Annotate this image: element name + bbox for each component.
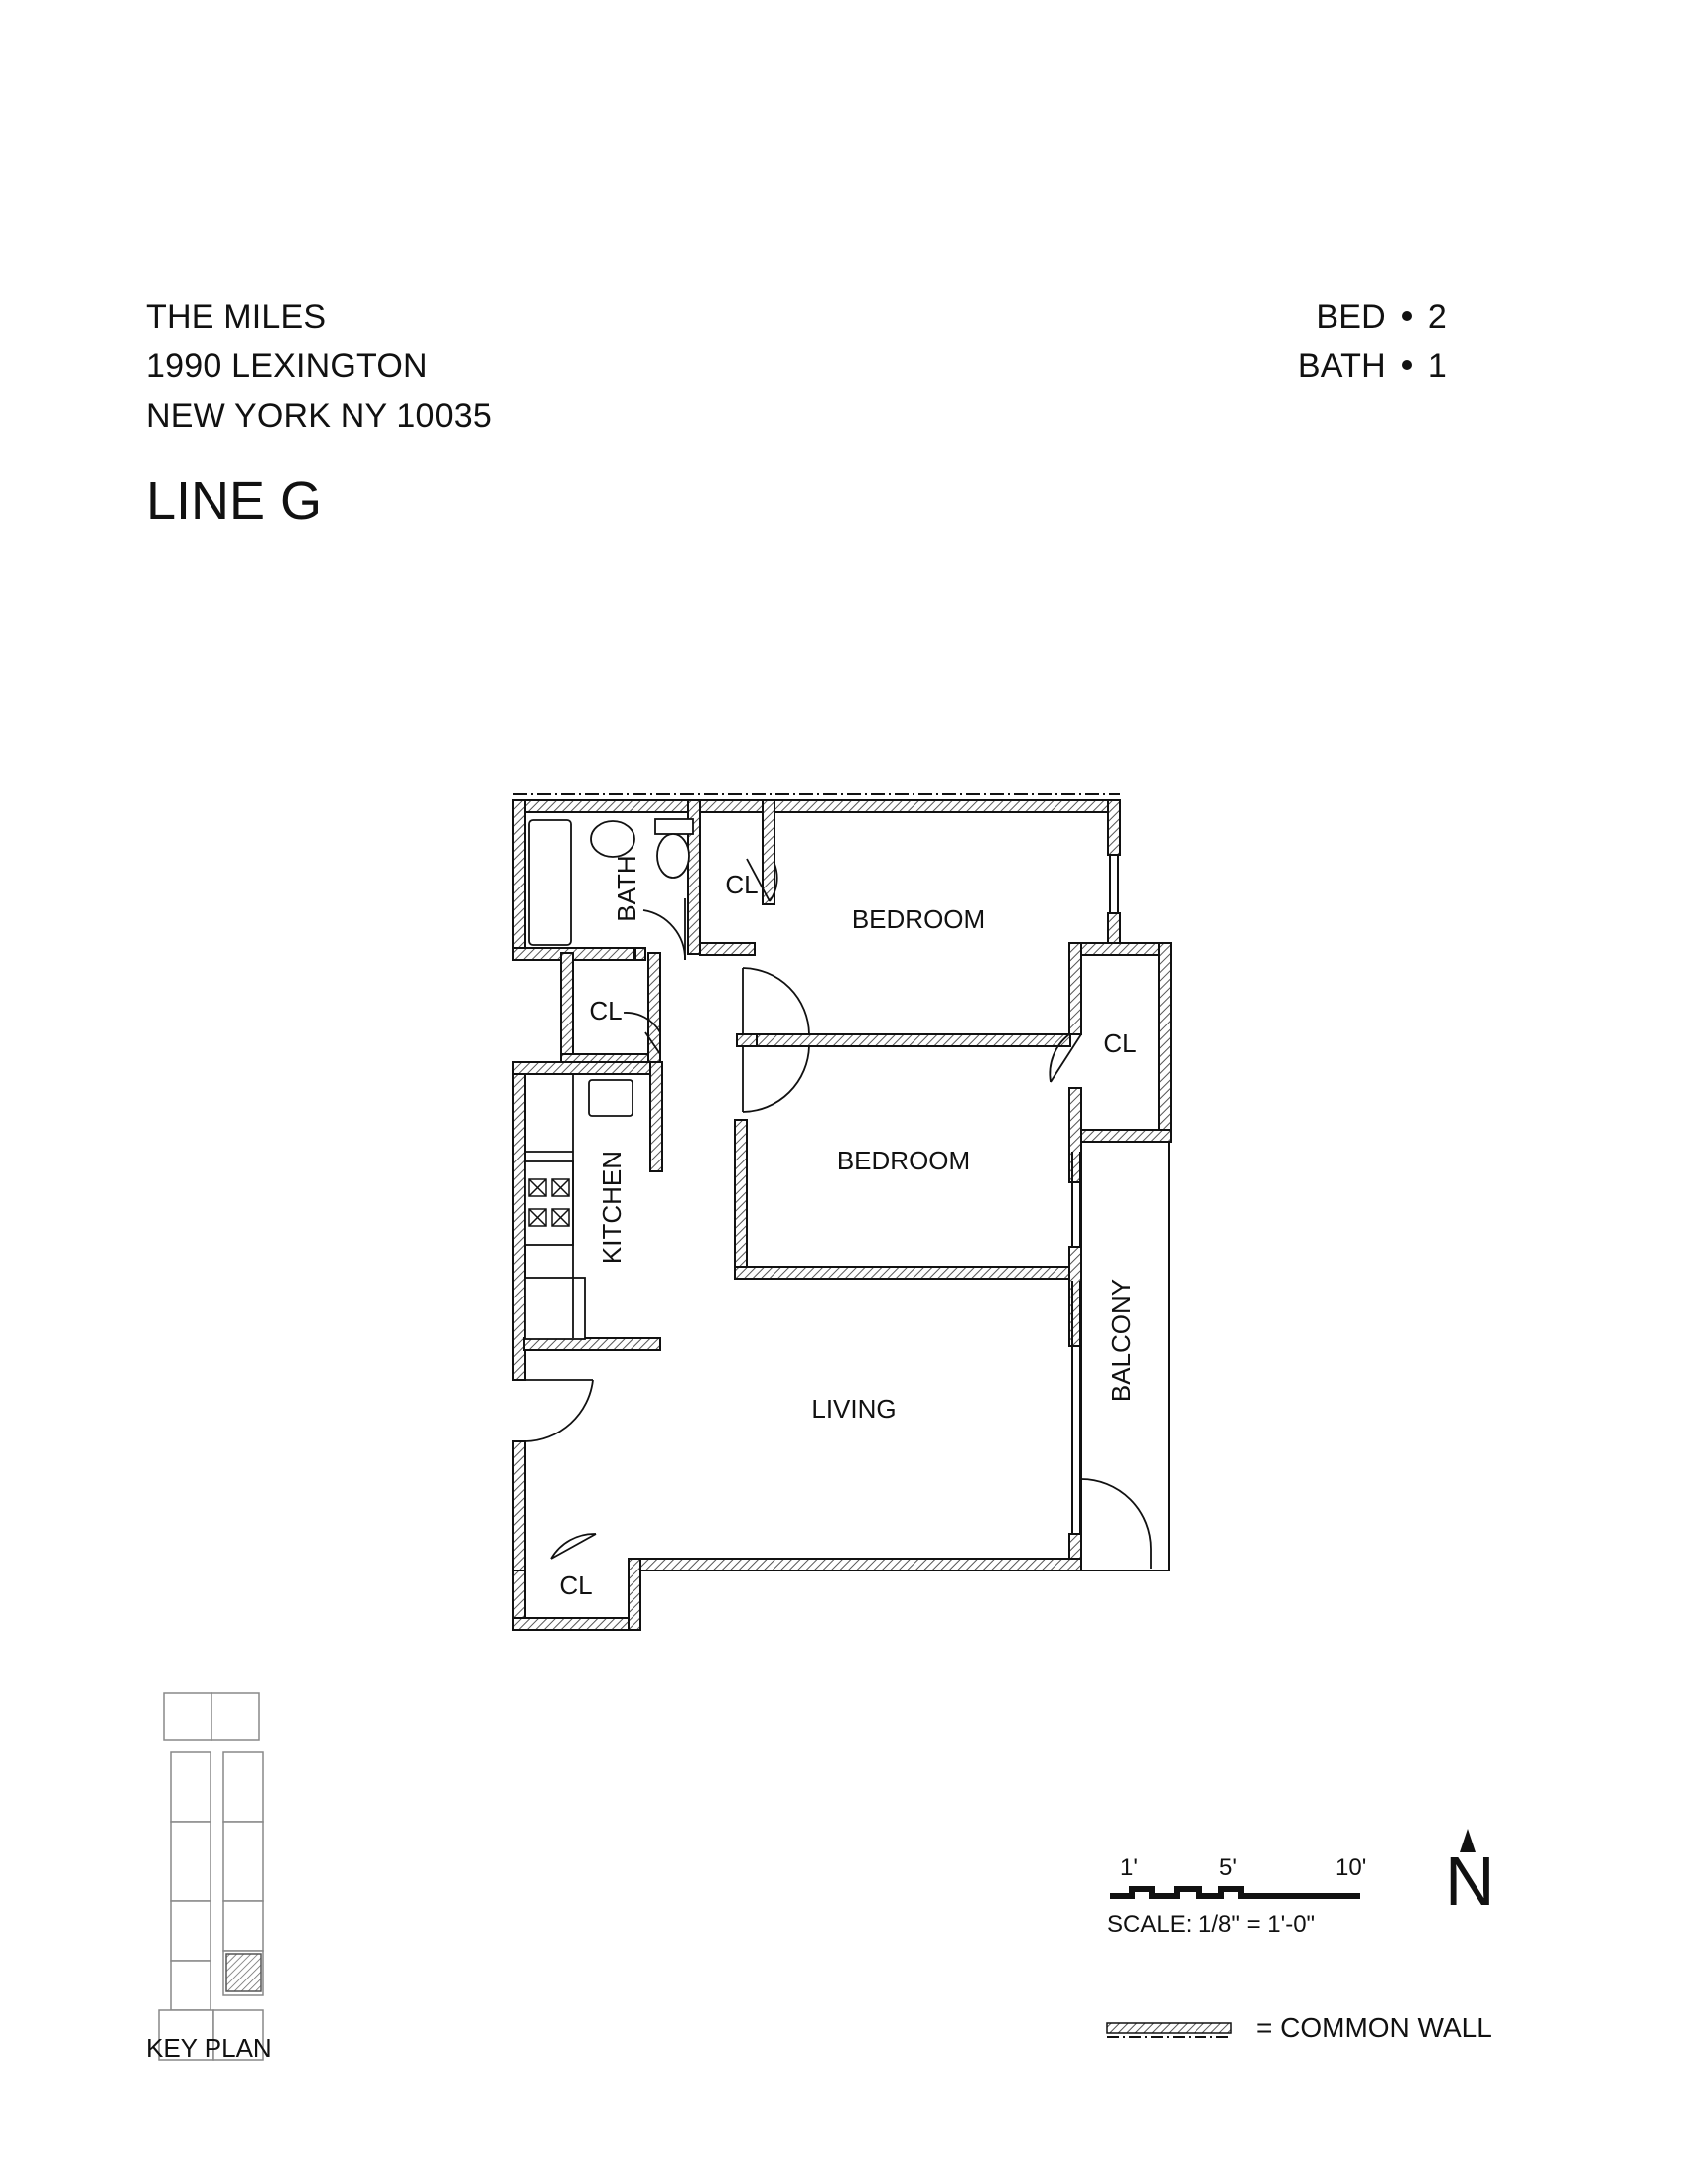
room-label-closet-hall: CL (589, 996, 622, 1025)
stove-burners (528, 1178, 570, 1227)
scale-tick-5: 5' (1219, 1854, 1237, 1881)
fixtures (524, 818, 694, 1340)
room-label-closet-top: CL (725, 870, 758, 899)
refrigerator-icon (524, 1277, 586, 1340)
city-address: NEW YORK NY 10035 (146, 397, 492, 435)
key-plan (158, 1692, 264, 2061)
bed-count: 2 (1427, 298, 1447, 336)
scale-bar (1110, 1886, 1360, 1899)
room-label-bedroom-1: BEDROOM (852, 904, 985, 934)
street-address: 1990 LEXINGTON (146, 347, 428, 385)
bath-label: BATH (1297, 347, 1386, 385)
scale-tick-1: 1' (1120, 1854, 1138, 1881)
unit-line-title: LINE G (146, 472, 323, 531)
room-label-bedroom-2: BEDROOM (837, 1146, 970, 1175)
building-name: THE MILES (146, 298, 327, 336)
toilet-tank-icon (654, 818, 694, 835)
room-label-kitchen: KITCHEN (597, 1151, 627, 1264)
room-label-closet-entry: CL (559, 1570, 592, 1600)
stove-icon (524, 1160, 574, 1246)
room-labels: BATH CL BEDROOM CL CL BEDROOM KITCHEN BA… (559, 855, 1136, 1600)
key-plan-unit-highlight (225, 1953, 262, 1992)
bath-count: 1 (1427, 347, 1447, 385)
room-label-closet-east: CL (1103, 1028, 1136, 1058)
bed-count-row: BED 2 (1298, 292, 1447, 341)
bullet-icon (1401, 311, 1412, 322)
walls (512, 799, 1172, 1631)
north-arrow-icon (1460, 1829, 1476, 1852)
sink-icon (590, 820, 635, 858)
scale-caption: SCALE: 1/8" = 1'-0" (1107, 1911, 1316, 1938)
bed-label: BED (1316, 298, 1386, 336)
building-address: THE MILES 1990 LEXINGTON NEW YORK NY 100… (146, 292, 492, 441)
bath-count-row: BATH 1 (1298, 341, 1447, 391)
key-plan-label: KEY PLAN (146, 2033, 272, 2063)
windows-and-balcony (513, 793, 1170, 1571)
common-wall-legend-label: = COMMON WALL (1256, 2012, 1492, 2043)
unit-summary: BED 2 BATH 1 (1298, 292, 1447, 391)
room-label-balcony: BALCONY (1106, 1279, 1136, 1402)
kitchen-sink-icon (588, 1079, 633, 1117)
scale-tick-10: 10' (1336, 1854, 1367, 1881)
north-label: N (1445, 1843, 1495, 1920)
bathtub-icon (528, 819, 572, 946)
door-swings (524, 858, 1152, 1569)
common-wall-legend-swatch (1106, 2022, 1232, 2038)
toilet-icon (656, 833, 690, 879)
room-label-bath: BATH (612, 855, 641, 921)
room-label-living: LIVING (811, 1394, 896, 1424)
bullet-icon (1401, 360, 1412, 371)
